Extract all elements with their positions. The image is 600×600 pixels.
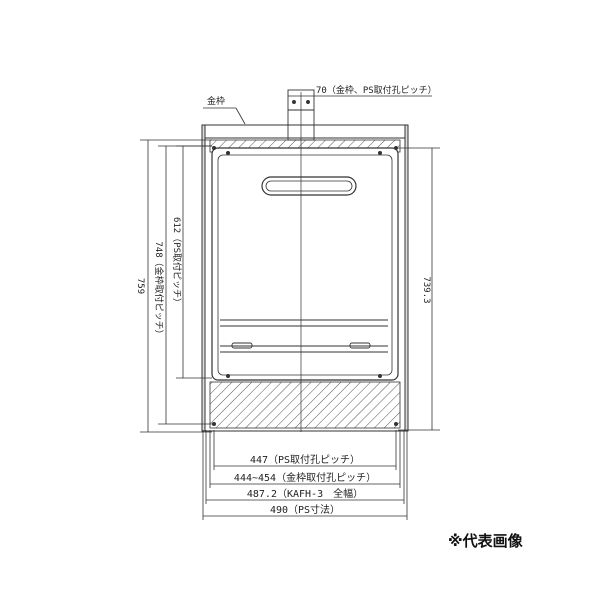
- mount-screws: [212, 146, 398, 426]
- dim-739-label: 739.3: [421, 276, 431, 303]
- dim-759-label: 759: [135, 278, 145, 294]
- dim-horizontal-lines: [202, 430, 408, 520]
- dim-748-label: 748（金枠取付ピッチ）: [153, 241, 165, 338]
- dim-444-label: 444~454（金枠取付孔ピッチ）: [234, 471, 376, 484]
- dim-612-label: 612（PS取付ピッチ）: [171, 217, 182, 307]
- dim-487-label: 487.2（KAFH-3 全幅）: [247, 487, 363, 500]
- dim-vertical-lines: [140, 139, 440, 433]
- display-window: [261, 176, 357, 196]
- representative-image-note: ※代表画像: [448, 532, 523, 550]
- bottom-hatch-area: [209, 381, 401, 429]
- dim-447-label: 447（PS取付孔ピッチ）: [250, 453, 360, 466]
- dim-490-label: 490（PS寸法）: [270, 503, 340, 516]
- frame-leader: [203, 107, 246, 125]
- frame-label: 金枠: [207, 95, 225, 107]
- outer-frame: [201, 124, 409, 432]
- dim-top-70-label: 70（金枠、PS取付孔ピッチ）: [316, 84, 437, 96]
- lower-panel-lines: [220, 319, 388, 353]
- heater-unit-body: [211, 147, 399, 381]
- top-bracket: [287, 89, 315, 141]
